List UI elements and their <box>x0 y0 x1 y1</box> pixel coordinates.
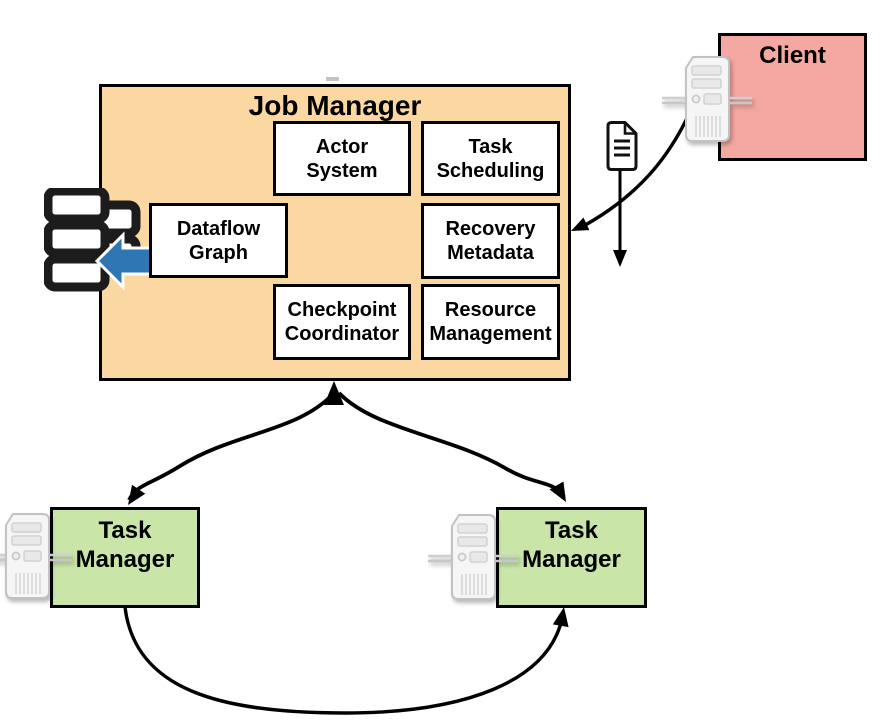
component-checkpoint-coordinator: Checkpoint Coordinator <box>273 284 411 360</box>
component-actor-system: Actor System <box>273 121 411 196</box>
job-manager-title: Job Manager <box>248 90 422 121</box>
task-manager-right-label: Task Manager <box>522 517 621 573</box>
document-down-arrow <box>613 168 627 267</box>
component-recovery-metadata: Recovery Metadata <box>421 203 560 279</box>
component-task-scheduling: Task Scheduling <box>421 121 560 196</box>
artifact-mark <box>326 77 339 81</box>
task-manager-left-label: Task Manager <box>75 517 175 573</box>
task-manager-left-node: Task Manager <box>50 507 200 608</box>
document-icon <box>606 121 638 171</box>
client-label: Client <box>759 42 826 69</box>
task-manager-right-node: Task Manager <box>496 507 647 608</box>
taskmanager-to-taskmanager-arrow <box>123 606 569 715</box>
jobmanager-taskmanager-arrows <box>127 381 566 505</box>
component-resource-management: Resource Management <box>421 284 560 360</box>
client-node: Client <box>718 33 867 161</box>
server-icon <box>662 55 752 143</box>
left-arrow-icon <box>95 231 151 291</box>
component-dataflow-graph: Dataflow Graph <box>149 203 288 278</box>
server-icon <box>428 513 518 601</box>
server-icon <box>0 512 72 600</box>
